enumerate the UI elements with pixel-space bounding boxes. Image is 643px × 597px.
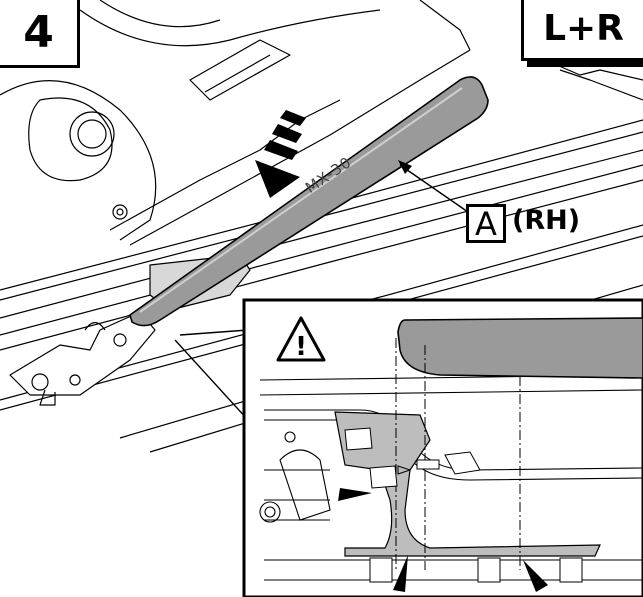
step-number-box: 4: [0, 0, 80, 68]
side-label: L+R: [543, 8, 624, 49]
part-letter-box: A: [466, 204, 506, 243]
part-letter: A: [475, 204, 497, 243]
warning-symbol: !: [295, 332, 307, 362]
part-side: (RH): [512, 205, 581, 236]
step-number: 4: [23, 6, 54, 58]
down-arrow-icon: [255, 110, 306, 198]
arrowhead-icon: [338, 488, 548, 592]
warning-triangle-icon: !: [276, 316, 326, 362]
side-label-box: L+R: [521, 0, 643, 61]
